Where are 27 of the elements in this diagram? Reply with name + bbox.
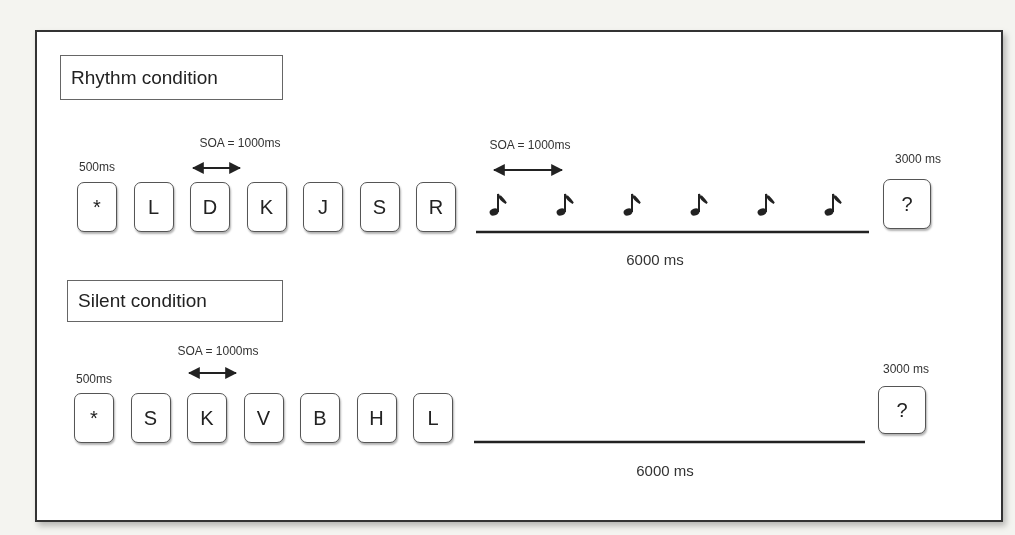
stimulus-box: H: [356, 393, 397, 443]
stimulus-box: B: [300, 393, 340, 443]
soa-label: SOA = 1000ms: [177, 344, 259, 358]
condition-title-box: Rhythm condition: [60, 55, 283, 100]
duration-label: 500ms: [79, 160, 115, 174]
stimulus-box: L: [133, 182, 174, 232]
condition-title-box: Silent condition: [67, 280, 283, 322]
stimulus-box: ?: [883, 179, 931, 229]
stimulus-box: K: [187, 393, 227, 443]
stimulus-box: ?: [878, 386, 926, 434]
soa-label: SOA = 1000ms: [489, 138, 571, 152]
stimulus-box: K: [246, 182, 287, 232]
duration-label: 6000 ms: [636, 462, 694, 479]
stimulus-box: D: [190, 182, 230, 232]
duration-label: 3000 ms: [883, 362, 929, 376]
stimulus-box: S: [359, 182, 400, 232]
duration-label: 6000 ms: [626, 251, 684, 268]
duration-label: 500ms: [76, 372, 112, 386]
duration-label: 3000 ms: [895, 152, 941, 166]
stimulus-box: *: [74, 393, 114, 443]
stimulus-box: V: [243, 393, 284, 443]
soa-label: SOA = 1000ms: [199, 136, 281, 150]
stimulus-box: J: [303, 182, 343, 232]
stimulus-box: *: [77, 182, 117, 232]
stimulus-box: R: [416, 182, 456, 232]
stimulus-box: L: [413, 393, 453, 443]
stimulus-box: S: [130, 393, 171, 443]
